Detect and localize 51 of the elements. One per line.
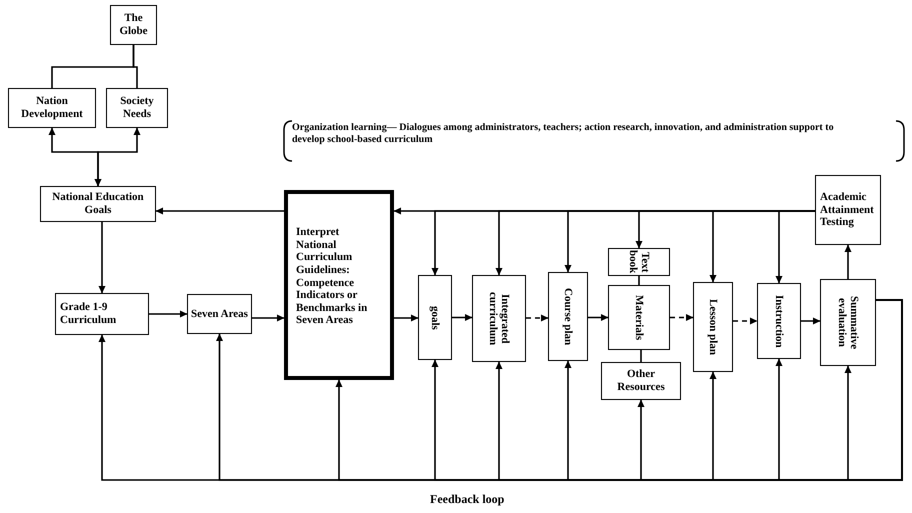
process-box xyxy=(55,293,149,335)
box-label: Seven Areas xyxy=(191,308,248,320)
arrow xyxy=(156,208,284,214)
process-box xyxy=(40,186,156,222)
arrow xyxy=(733,318,758,324)
box-label: The Globe xyxy=(118,12,149,38)
arrow xyxy=(94,128,140,186)
process-box xyxy=(757,283,801,359)
note-text: Organization learning— Dialogues among administrators, teachers; action research, innovation, and administration support to develop school-based curriculum xyxy=(292,122,835,146)
process-box xyxy=(187,294,252,334)
box-label: Society Needs xyxy=(119,95,155,121)
box-label: Summative evaluation xyxy=(836,294,860,352)
box-label: Academic Attainment Testing xyxy=(820,191,875,229)
process-box xyxy=(601,362,681,400)
arrow xyxy=(776,210,815,284)
arrow xyxy=(98,222,106,294)
process-box xyxy=(608,285,670,350)
process-box xyxy=(8,88,96,128)
process-box xyxy=(820,279,876,366)
arrow xyxy=(844,299,903,481)
box-label: Integrated curriculum xyxy=(486,290,512,348)
box-label: National Education Goals xyxy=(51,191,145,217)
box-label: Grade 1-9 Curriculum xyxy=(60,301,118,327)
loop-label: Feedback loop xyxy=(430,491,504,508)
arrow xyxy=(844,244,852,279)
box-label: Nation Development xyxy=(20,95,84,121)
box-label: Text book xyxy=(626,249,652,275)
process-box xyxy=(548,272,588,361)
box-label: Lesson plan xyxy=(706,299,720,355)
box-label: Interpret National Curriculum Guidelines: Competence Indicators or Benchmarks in Seven Areas xyxy=(296,226,368,328)
box-label: Other Resources xyxy=(616,368,666,394)
box-label: Course plan xyxy=(562,288,574,346)
arrow xyxy=(670,314,694,321)
box-label: goals xyxy=(428,306,442,330)
process-box xyxy=(284,190,394,380)
process-box xyxy=(815,175,881,245)
arrow xyxy=(526,314,548,322)
arrow xyxy=(252,314,284,322)
process-box xyxy=(418,275,452,360)
process-box xyxy=(472,275,526,362)
box-label: Instruction xyxy=(772,294,786,348)
process-box xyxy=(693,282,733,372)
process-box xyxy=(110,5,157,45)
arrow xyxy=(801,318,820,324)
arrow xyxy=(394,314,418,322)
box-label: Materials xyxy=(632,294,646,340)
arrow xyxy=(452,314,472,321)
process-box xyxy=(608,248,670,276)
arrow xyxy=(149,310,188,318)
arrow xyxy=(588,314,608,321)
process-box xyxy=(106,88,168,128)
